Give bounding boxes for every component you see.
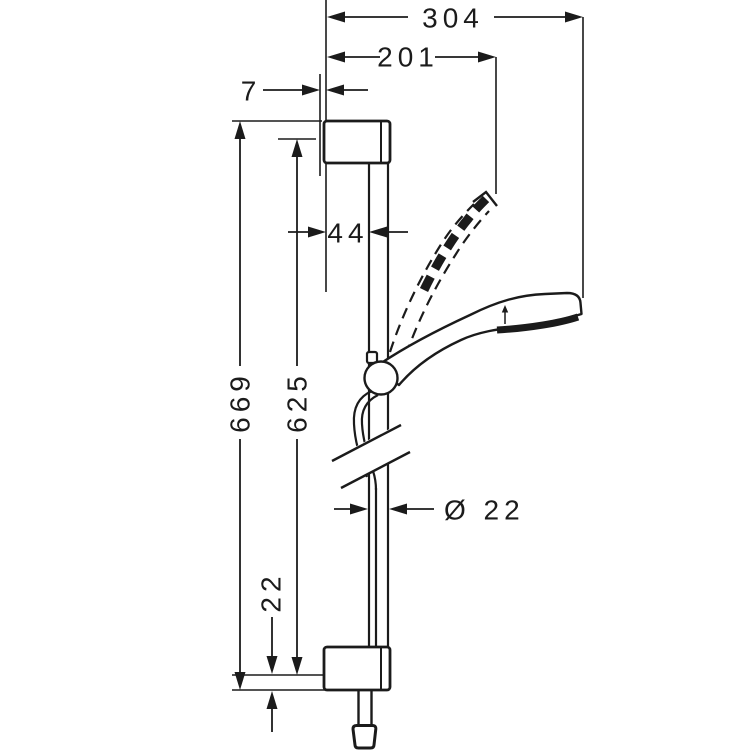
hose-end-fitting <box>351 724 378 750</box>
dim-dia22-label: Ø 22 <box>444 495 525 526</box>
holder-knob <box>363 360 399 396</box>
dimension-625: 625 <box>282 139 313 675</box>
spray-face-dashed <box>419 195 490 292</box>
slider-holder <box>363 350 399 396</box>
spray-face <box>496 313 580 334</box>
wall-bracket-top <box>322 119 392 165</box>
hand-shower-alt-position-dashed <box>388 190 498 356</box>
dimension-669: 669 <box>225 121 256 690</box>
dimension-diameter-22: Ø 22 <box>334 495 525 526</box>
dim-201-label: 201 <box>377 42 439 73</box>
dim-669-label: 669 <box>225 371 256 433</box>
wall-bracket-bottom <box>322 645 392 692</box>
extension-lines <box>232 0 584 691</box>
rail-break-marks <box>331 423 411 490</box>
shower-rail <box>367 163 390 647</box>
dimension-304: 304 <box>327 3 583 34</box>
dashed-head-cap <box>472 190 498 207</box>
dimension-44: 44 <box>288 218 408 249</box>
shower-hose <box>352 389 379 646</box>
dim-7-label: 7 <box>241 76 262 107</box>
dimension-22: 22 <box>256 571 287 732</box>
hose-end <box>351 690 378 750</box>
hand-shower <box>372 291 583 387</box>
dim-625-label: 625 <box>282 371 313 433</box>
dim-22-label: 22 <box>256 571 287 612</box>
dimension-201: 201 <box>327 42 496 73</box>
dimension-7: 7 <box>241 76 368 107</box>
dim-304-label: 304 <box>422 3 484 34</box>
dim-44-label: 44 <box>327 218 368 249</box>
